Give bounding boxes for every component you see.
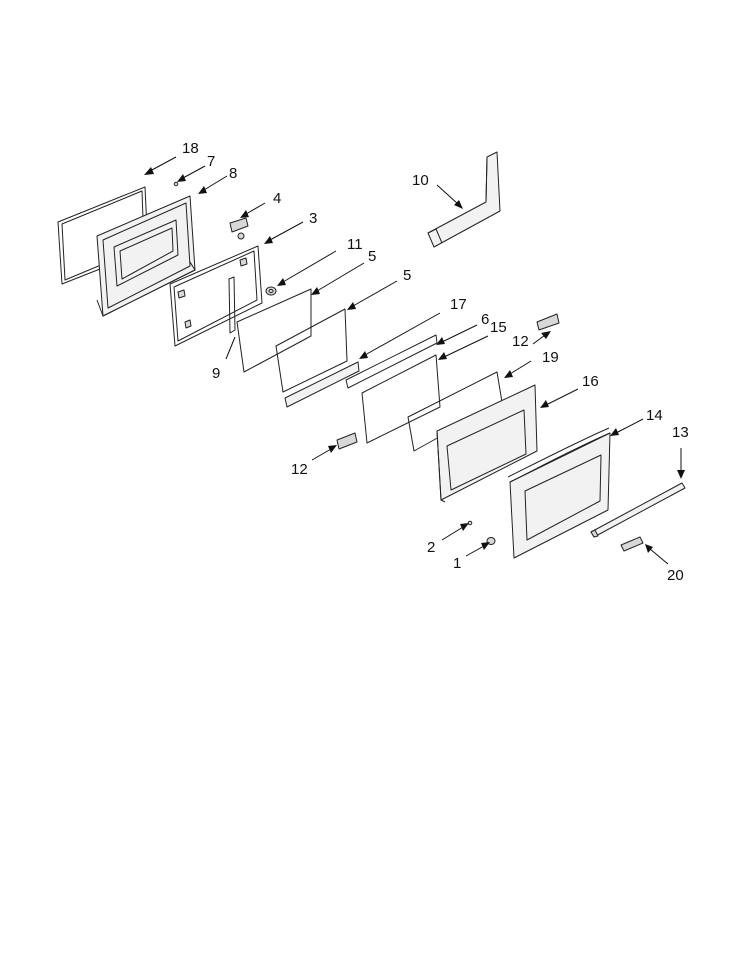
callout-16: 16 <box>582 373 599 390</box>
callout-labels: 18 7 8 4 3 11 5 5 10 17 6 15 12 19 16 14… <box>182 140 689 584</box>
callout-9: 9 <box>212 365 220 382</box>
callout-8: 8 <box>229 165 237 182</box>
callout-5-upper: 5 <box>368 248 376 265</box>
callout-13: 13 <box>672 424 689 441</box>
callout-14: 14 <box>646 407 663 424</box>
part-6-seal-strip <box>345 334 438 389</box>
callout-11: 11 <box>347 236 363 253</box>
part-7-screw <box>173 181 179 187</box>
part-16-inner-panel <box>436 384 538 503</box>
part-17-trim-strip <box>284 361 360 408</box>
callout-17: 17 <box>450 296 467 313</box>
callout-6: 6 <box>481 311 489 328</box>
callout-4: 4 <box>273 190 281 207</box>
part-8-inner-liner <box>96 195 196 317</box>
leader-arrows <box>144 156 685 565</box>
callout-3: 3 <box>309 210 317 227</box>
part-4-hinge-pin <box>229 217 249 240</box>
callout-20: 20 <box>667 567 684 584</box>
part-2-screw <box>467 520 473 526</box>
part-9-bracket <box>228 276 236 334</box>
part-15-inner-glass <box>361 354 441 444</box>
callout-15: 15 <box>490 319 507 336</box>
callout-1: 1 <box>453 555 461 572</box>
part-20-badge <box>620 536 644 552</box>
part-12-clip-upper <box>536 313 560 331</box>
part-14-outer-panel <box>507 427 611 559</box>
part-5-glass-panel-upper <box>236 288 312 373</box>
part-13-handle <box>590 482 686 538</box>
callout-18: 18 <box>182 140 199 157</box>
part-12-clip-lower <box>336 432 358 450</box>
part-10-air-duct <box>427 151 501 248</box>
part-3-door-frame <box>169 245 263 347</box>
callout-19: 19 <box>542 349 559 366</box>
callout-10: 10 <box>412 172 429 189</box>
callout-7: 7 <box>207 153 215 170</box>
part-11-bushing <box>265 286 277 296</box>
part-5-glass-panel-lower <box>275 308 348 393</box>
callout-5-lower: 5 <box>403 267 411 284</box>
callout-12-upper: 12 <box>512 333 529 350</box>
callout-2: 2 <box>427 539 435 556</box>
callout-12-lower: 12 <box>291 461 308 478</box>
